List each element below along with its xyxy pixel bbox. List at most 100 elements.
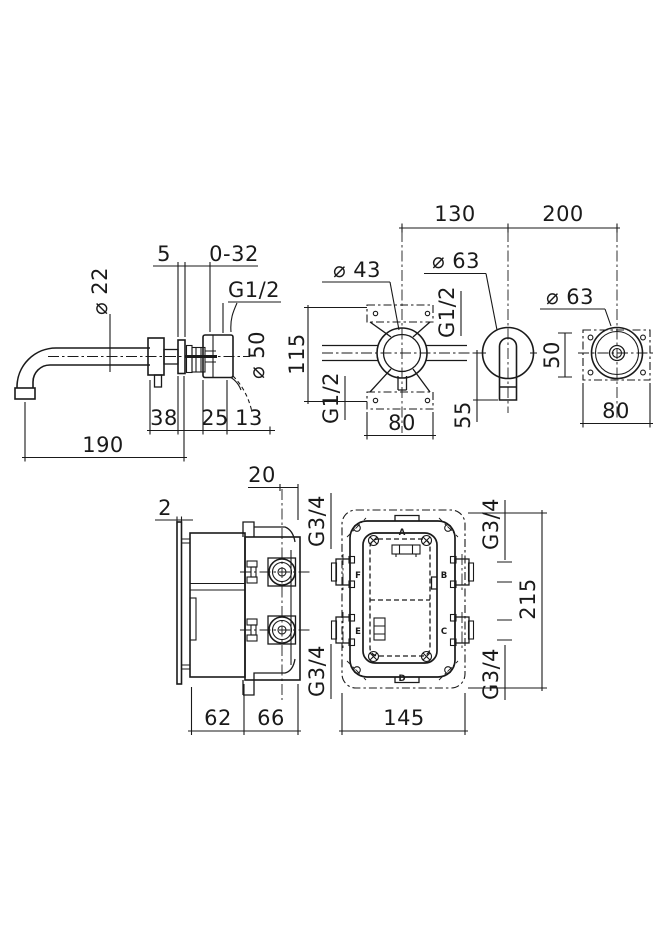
dim-handle-diameter: ⌀ 50: [245, 331, 269, 379]
dim-body-depth: 38: [150, 406, 178, 430]
dim-flange-diameter: ⌀ 43: [333, 258, 381, 282]
dim-38-25-13: 38 25 13: [147, 376, 275, 435]
box-tab-top: [394, 514, 420, 521]
box-template-outline: [341, 509, 466, 689]
dim-box-plate-thickness: 2: [158, 496, 172, 520]
box-tab-bottom: [394, 677, 420, 684]
dim-g12-right: G1/2: [435, 286, 462, 338]
dim-g12-label: G1/2: [222, 278, 281, 333]
view-rough-in-front: 115 G1/2 G1/2 ⌀ 43 80: [285, 231, 482, 440]
dim-box-front-thread-top: G3/4: [479, 498, 503, 550]
dim-depth-front: 66: [257, 706, 285, 730]
dim-spout-to-valve: 130: [434, 202, 476, 226]
dim-plate-thickness: 5: [157, 242, 171, 266]
dim-20: 20: [248, 463, 299, 520]
dim-190: 190: [22, 376, 187, 462]
dim-dia63-handle: ⌀ 63: [540, 285, 612, 327]
dim-dia22: ⌀ 22: [88, 267, 112, 372]
dim-wall-offset: 20: [248, 463, 276, 487]
dim-g34-front-bottom: G3/4: [479, 645, 506, 700]
dim-depth-rear: 62: [204, 706, 232, 730]
dim-plate-height: 50: [540, 341, 564, 369]
dim-g12-left: G1/2: [319, 372, 366, 424]
dim-box-thread-top: G3/4: [305, 495, 329, 547]
box-top-detail: [391, 544, 421, 557]
dim-g34-side-bottom: G3/4: [305, 644, 332, 699]
box-cover-dashed: [369, 538, 431, 657]
dim-g34-front-top: G3/4: [479, 498, 506, 560]
inner-frame-notch: [430, 576, 437, 590]
inwall-mechanism: [185, 344, 217, 374]
dim-g34-side-top: G3/4: [305, 493, 332, 549]
handle-mount-plate: [582, 329, 651, 381]
dim-handle-depth: 25: [201, 406, 229, 430]
dim-adjust-range: 0-32: [209, 242, 259, 266]
dim-thread-left: G1/2: [319, 372, 343, 424]
box-front-outline: [349, 520, 456, 678]
view-handle-front: 50 ⌀ 63 80: [540, 231, 656, 428]
box-rear-latch: [189, 597, 197, 641]
dim-box-height: 215: [516, 578, 540, 620]
port-label-e: E: [355, 627, 361, 637]
box-front-body: [244, 536, 301, 681]
dim-thread-right: G1/2: [435, 286, 459, 338]
view-spout-side: 5 0-32 G1/2 ⌀ 22 ⌀ 50 38 25 13 190: [14, 242, 281, 462]
dim-115: 115: [285, 305, 367, 404]
box-rear-body: [189, 532, 246, 678]
view-box-side: 2 20 G3/4 G3/4 62 66: [155, 463, 332, 735]
spout-outline: [16, 347, 150, 388]
dim-215: 215: [468, 510, 547, 691]
box-bottom-profile: [242, 658, 296, 696]
dim-box-front-thread-bottom: G3/4: [479, 648, 503, 700]
box-front-port-left-upper: [330, 554, 356, 590]
dim-top-spacing: 130 200: [399, 202, 620, 233]
view-box-front: A B C D E F: [330, 498, 547, 735]
inlet-lines: [322, 344, 467, 362]
box-front-port-left-lower: [330, 612, 356, 648]
box-screws: [367, 534, 433, 663]
box-front-port-right-upper: [449, 554, 475, 590]
plate-screws: [181, 538, 190, 670]
port-label-b: B: [441, 571, 447, 581]
dim-outlet-drop: 55: [451, 401, 475, 429]
drain-nub: [153, 374, 163, 388]
box-corner-ears: [346, 517, 459, 681]
box-inner-frame: [362, 532, 438, 664]
dim-55: 55: [451, 350, 498, 429]
box-left-detail: [373, 617, 386, 641]
dim-2: 2: [155, 496, 193, 524]
port-label-a: A: [399, 528, 406, 538]
port-label-d: D: [398, 674, 405, 684]
dim-thread: G1/2: [228, 278, 280, 302]
box-top-profile: [242, 521, 296, 543]
dim-80-handle: 80: [580, 383, 653, 428]
lever-tip: [230, 377, 242, 391]
dim-80-rough: 80: [364, 411, 436, 440]
box-rear-lines: [190, 582, 245, 591]
dim-spout-escutcheon-dia: ⌀ 63: [432, 249, 480, 273]
mount-plate-top: [366, 304, 434, 323]
dim-handle-escutcheon-dia: ⌀ 63: [546, 285, 594, 309]
port-label-f: F: [355, 571, 361, 581]
dim-62-66: 62 66: [188, 684, 301, 735]
dim-handle-plate-width: 80: [602, 399, 630, 423]
dim-145: 145: [339, 693, 468, 735]
dim-box-width: 145: [383, 706, 425, 730]
dim-rough-height: 115: [285, 333, 309, 375]
dim-box-thread-bottom: G3/4: [305, 645, 329, 697]
dim-50: 50: [540, 332, 572, 378]
dim-dia43: ⌀ 43: [322, 258, 400, 331]
dim-valve-to-handle: 200: [542, 202, 584, 226]
dim-lever-clearance: 13: [235, 406, 263, 430]
box-front-port-right-lower: [449, 612, 475, 648]
dim-5-and-0-32: 5 0-32: [153, 242, 259, 337]
lever-swing-arc: [232, 375, 253, 413]
dim-spout-reach: 190: [82, 433, 124, 457]
dim-dia63-spout: ⌀ 63: [424, 249, 498, 331]
view-spout-front: 55 ⌀ 63: [424, 231, 537, 429]
bracket-arms: [369, 321, 431, 393]
box-wall-plate: [176, 521, 183, 685]
spout-aerator: [14, 387, 36, 400]
